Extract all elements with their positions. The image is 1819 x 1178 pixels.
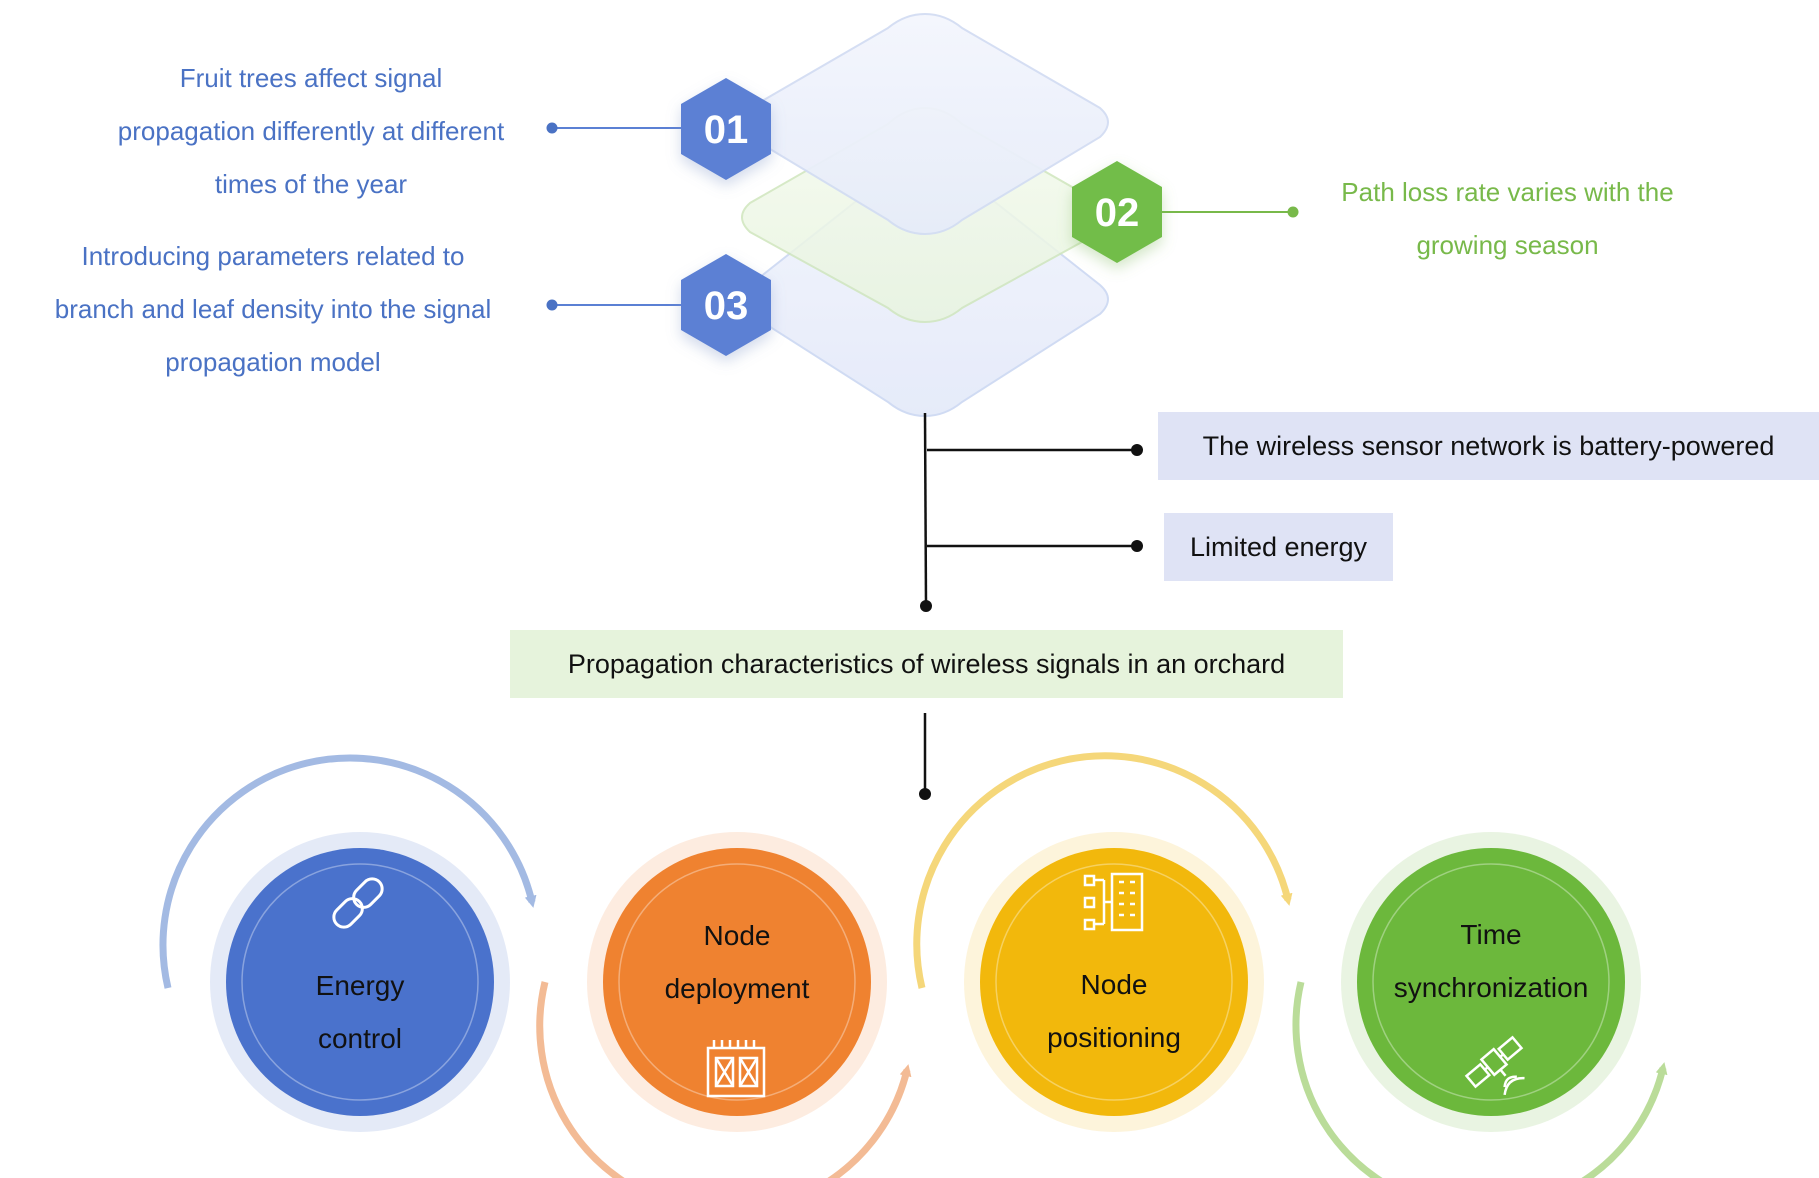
note-03-line-2: branch and leaf density into the signal bbox=[54, 294, 492, 324]
arrow-arc-synchronization bbox=[1292, 981, 1668, 1178]
circle-energy-control bbox=[210, 832, 510, 1132]
note-01-line-3: times of the year bbox=[214, 169, 408, 199]
note-02: Path loss rate varies with the growing s… bbox=[1290, 166, 1725, 272]
circle-label-energy-control: Energy control bbox=[240, 959, 480, 1065]
note-03: Introducing parameters related to branch… bbox=[18, 230, 528, 389]
connector-01-dot bbox=[546, 122, 558, 134]
hexagon-01: 01 bbox=[681, 78, 771, 180]
hexagon-03: 03 bbox=[681, 254, 771, 356]
limited-energy-box: Limited energy bbox=[1164, 513, 1393, 581]
circle-label-node-positioning: Node positioning bbox=[994, 958, 1234, 1064]
note-02-line-2: growing season bbox=[1416, 230, 1599, 260]
battery-powered-box: The wireless sensor network is battery-p… bbox=[1158, 412, 1819, 480]
trunk-end-dot bbox=[920, 600, 932, 612]
layer-diamond-top bbox=[741, 12, 1109, 236]
arrow-arc-deployment bbox=[536, 981, 912, 1178]
circle-node-deployment bbox=[587, 832, 887, 1132]
arrow-arc-positioning bbox=[913, 752, 1293, 989]
node-positioning-line-1: Node bbox=[1080, 969, 1148, 1000]
time-synchronization-line-1: Time bbox=[1460, 919, 1522, 950]
energy-control-line-1: Energy bbox=[315, 970, 405, 1001]
note-02-line-1: Path loss rate varies with the bbox=[1341, 177, 1674, 207]
chip-icon bbox=[706, 1040, 766, 1098]
satellite-icon bbox=[1464, 1035, 1525, 1096]
circle-label-time-synchronization: Time synchronization bbox=[1361, 908, 1621, 1014]
circle-node-positioning bbox=[964, 832, 1264, 1132]
note-01-line-1: Fruit trees affect signal bbox=[179, 63, 443, 93]
hexagon-01-number: 01 bbox=[704, 108, 749, 152]
circle-time-synchronization bbox=[1341, 832, 1641, 1132]
center-topic-box: Propagation characteristics of wireless … bbox=[510, 630, 1343, 698]
arrow-arc-energy bbox=[159, 754, 537, 989]
hexagon-02-number: 02 bbox=[1095, 191, 1140, 235]
note-03-line-1: Introducing parameters related to bbox=[81, 241, 465, 271]
hexagon-03-number: 03 bbox=[704, 284, 749, 328]
circle-label-node-deployment: Node deployment bbox=[617, 909, 857, 1015]
node-positioning-line-2: positioning bbox=[1047, 1022, 1181, 1053]
hexagon-02: 02 bbox=[1072, 161, 1162, 263]
time-synchronization-line-2: synchronization bbox=[1393, 972, 1589, 1003]
node-deployment-line-2: deployment bbox=[664, 973, 810, 1004]
branch-energy-dot bbox=[1131, 540, 1143, 552]
branch-battery-dot bbox=[1131, 444, 1143, 456]
note-03-line-3: propagation model bbox=[165, 347, 381, 377]
connector-03-dot bbox=[546, 299, 558, 311]
connector-02-dot bbox=[1287, 206, 1299, 218]
network-icon bbox=[1083, 872, 1144, 932]
note-01: Fruit trees affect signal propagation di… bbox=[66, 52, 556, 211]
link-icon bbox=[332, 877, 384, 929]
node-deployment-line-1: Node bbox=[703, 920, 771, 951]
note-01-line-2: propagation differently at different bbox=[117, 116, 505, 146]
lower-connector-dot bbox=[919, 788, 931, 800]
energy-control-line-2: control bbox=[317, 1023, 403, 1054]
trunk-line bbox=[923, 412, 928, 607]
